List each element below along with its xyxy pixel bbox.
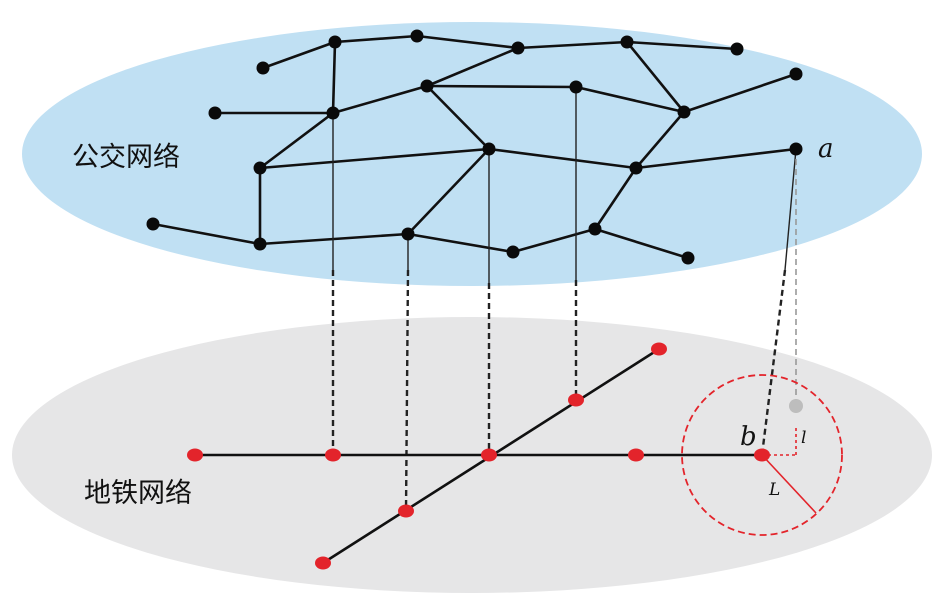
point-b-label: b — [740, 422, 757, 452]
radius-circle — [681, 374, 843, 536]
radius-L-label: L — [768, 480, 780, 500]
bus-edges — [151, 34, 798, 260]
projection-connectors — [331, 87, 797, 512]
subway-network-label: 地铁网络 — [84, 478, 192, 509]
bus-network-plane — [22, 22, 922, 286]
subway-stations — [187, 342, 770, 570]
bus-nodes — [146, 29, 803, 265]
walking-distance-l — [762, 425, 797, 456]
distance-l-label: l — [801, 428, 806, 448]
projected-node — [789, 399, 803, 413]
point-a-label: a — [818, 134, 834, 164]
bus-network-label: 公交网络 — [72, 142, 180, 173]
radius-L-line — [761, 454, 817, 514]
